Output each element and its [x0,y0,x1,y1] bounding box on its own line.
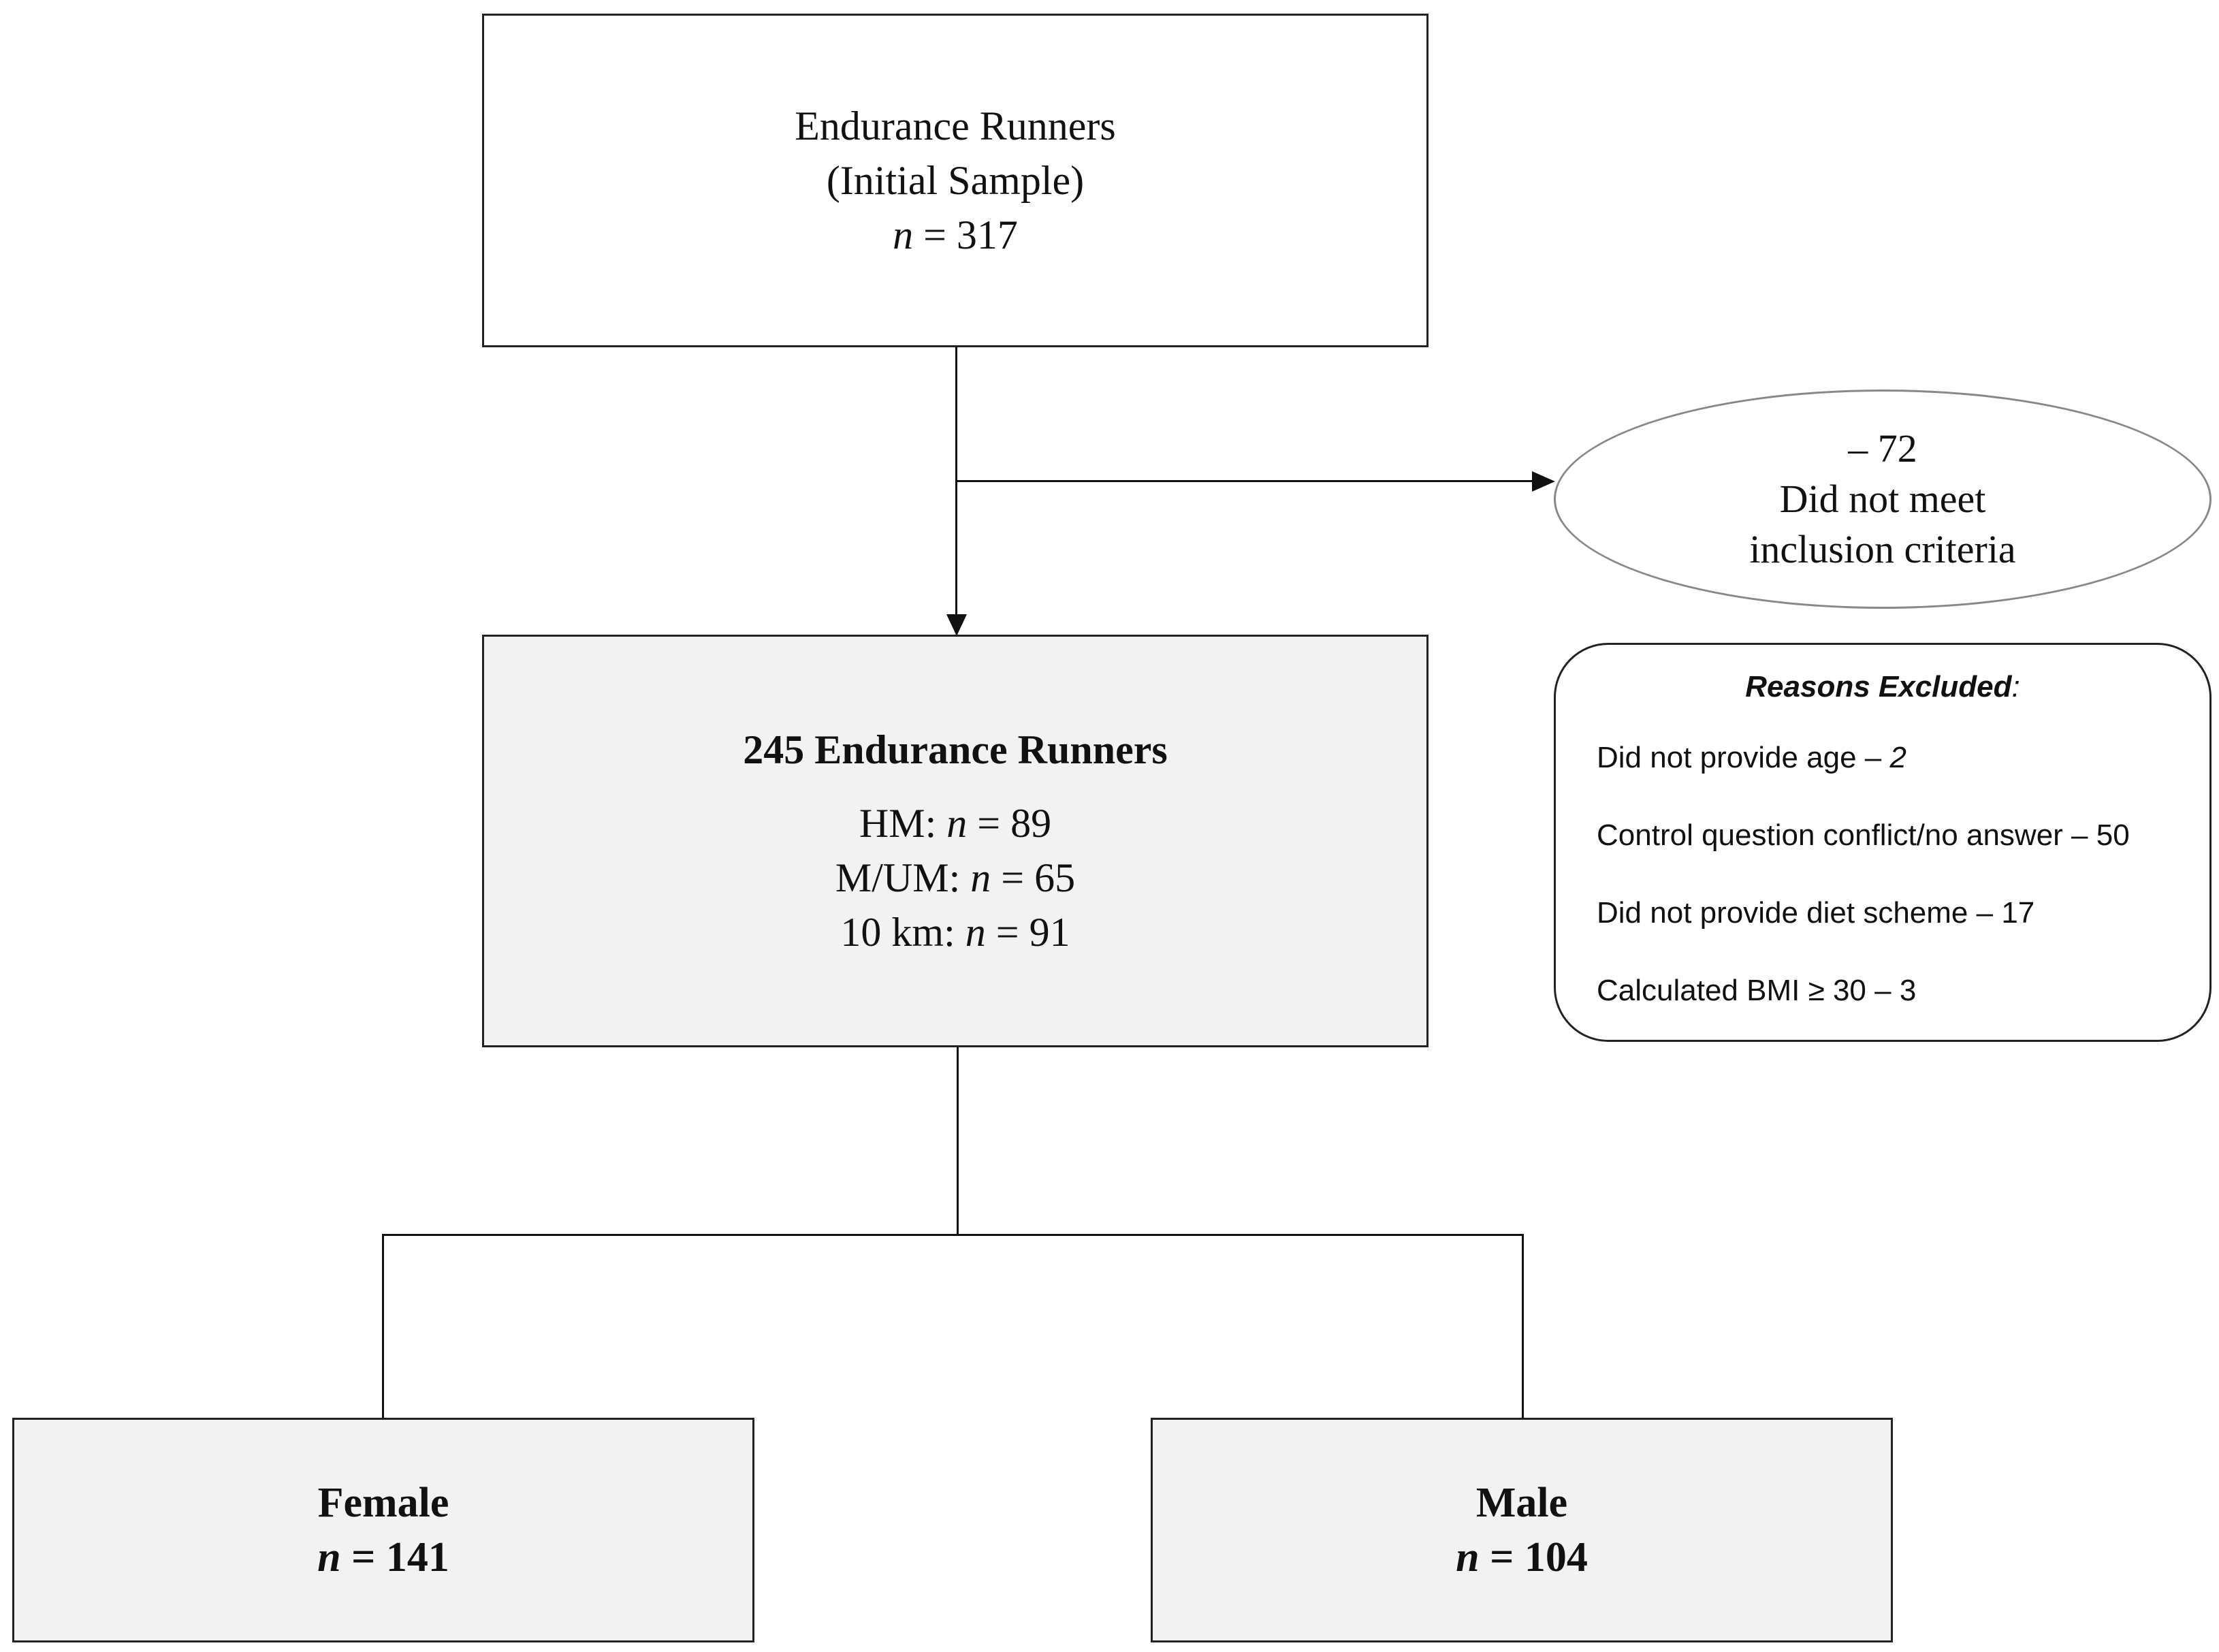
subgroup-label: 10 km: [840,910,965,955]
male-label: Male [1475,1480,1568,1526]
arrow-head-down-icon [946,614,967,636]
reason-value: 17 [2001,896,2035,930]
initial-sample-subtitle: (Initial Sample) [826,158,1085,203]
reason-value: 50 [2096,819,2130,852]
connector-top-to-mid [955,347,957,620]
subgroup-row: HM: n = 89 [859,796,1051,851]
reason-text: Control question conflict/no answer – [1597,819,2096,852]
initial-sample-value: = 317 [923,212,1018,257]
reason-item: Did not provide diet scheme – 17 [1597,893,2209,934]
connector-horizontal-split [382,1234,1524,1236]
n-symbol: n [1456,1534,1480,1580]
initial-sample-title: Endurance Runners [795,104,1116,148]
connector-to-female [382,1234,384,1418]
n-symbol: n [946,801,968,846]
reason-item: Did not provide age – 2 [1597,737,2209,778]
connector-mid-down [957,1047,959,1235]
subgroup-value: = 91 [985,910,1070,955]
arrow-head-exclusion-icon [1532,471,1555,492]
reason-item: Calculated BMI ≥ 30 – 3 [1597,970,2209,1011]
female-count: n = 141 [317,1530,449,1585]
female-box: Female n = 141 [12,1418,754,1642]
included-runners-heading: 245 Endurance Runners [743,727,1168,772]
initial-sample-box: Endurance Runners (Initial Sample) n = 3… [482,14,1428,347]
subgroup-row: 10 km: n = 91 [840,905,1070,959]
n-symbol: n [965,910,986,955]
subgroup-row: M/UM: n = 65 [835,851,1075,905]
excluded-count: – 72 [1848,426,1917,471]
reason-item: Control question conflict/no answer – 50 [1597,815,2209,856]
subgroup-label: M/UM: [835,855,971,900]
reasons-title-text: Reasons Excluded [1745,670,2012,703]
reason-text: Did not provide age – [1597,741,1890,774]
reason-text: Did not provide diet scheme – [1597,896,2002,930]
reason-value: 3 [1899,974,1917,1007]
subgroup-value: = 89 [967,801,1052,846]
male-count: n = 104 [1456,1530,1588,1585]
excluded-label-line2: inclusion criteria [1749,527,2016,571]
connector-to-exclusion [955,480,1541,482]
reason-text: Calculated BMI ≥ 30 – [1597,974,1900,1007]
reasons-title: Reasons Excluded: [1556,667,2209,708]
subgroup-value: = 65 [991,855,1076,900]
male-box: Male n = 104 [1151,1418,1893,1642]
n-symbol: n [970,855,991,900]
n-symbol: n [317,1534,341,1580]
female-value: = 141 [340,1534,449,1580]
excluded-label-line1: Did not meet [1779,477,1986,521]
included-runners-box: 245 Endurance Runners HM: n = 89 M/UM: n… [482,635,1428,1047]
initial-sample-count: n = 317 [893,208,1018,262]
reason-value: 2 [1889,741,1906,774]
n-symbol: n [893,212,914,257]
reasons-excluded-box: Reasons Excluded: Did not provide age – … [1554,643,2212,1042]
exclusion-ellipse: – 72 Did not meet inclusion criteria [1554,390,2212,609]
connector-to-male [1522,1234,1524,1418]
male-value: = 104 [1479,1534,1588,1580]
subgroup-label: HM: [859,801,947,846]
female-label: Female [317,1480,449,1526]
reasons-title-colon: : [2011,670,2020,703]
